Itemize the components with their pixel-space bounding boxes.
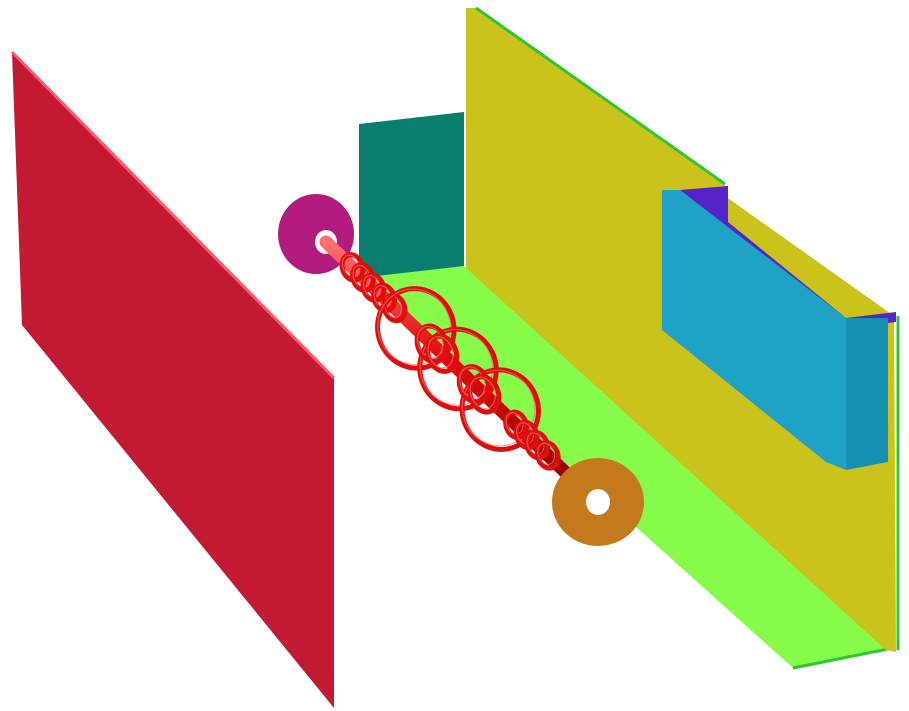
spring-coil-highlight [377, 288, 452, 366]
red-plate[interactable] [10, 50, 336, 708]
blue-channel-face [662, 190, 846, 470]
spring-rod-assembly[interactable] [319, 235, 597, 503]
blue-channel-side [846, 318, 888, 470]
blue-channel[interactable] [662, 186, 896, 470]
green-floor-edge [792, 646, 894, 670]
red-plate-face [12, 52, 334, 708]
blue-channel-top-edge [680, 186, 896, 328]
spring-coil-highlight [469, 376, 496, 410]
spring-coil-highlight [427, 336, 454, 369]
orange-washer[interactable] [552, 458, 644, 546]
red-plate-edge [10, 50, 336, 380]
teal-panel[interactable] [359, 112, 464, 278]
yellow-wall-edge [475, 6, 726, 186]
spring-coil-highlight [537, 442, 556, 466]
orange-washer-hole [586, 489, 610, 515]
